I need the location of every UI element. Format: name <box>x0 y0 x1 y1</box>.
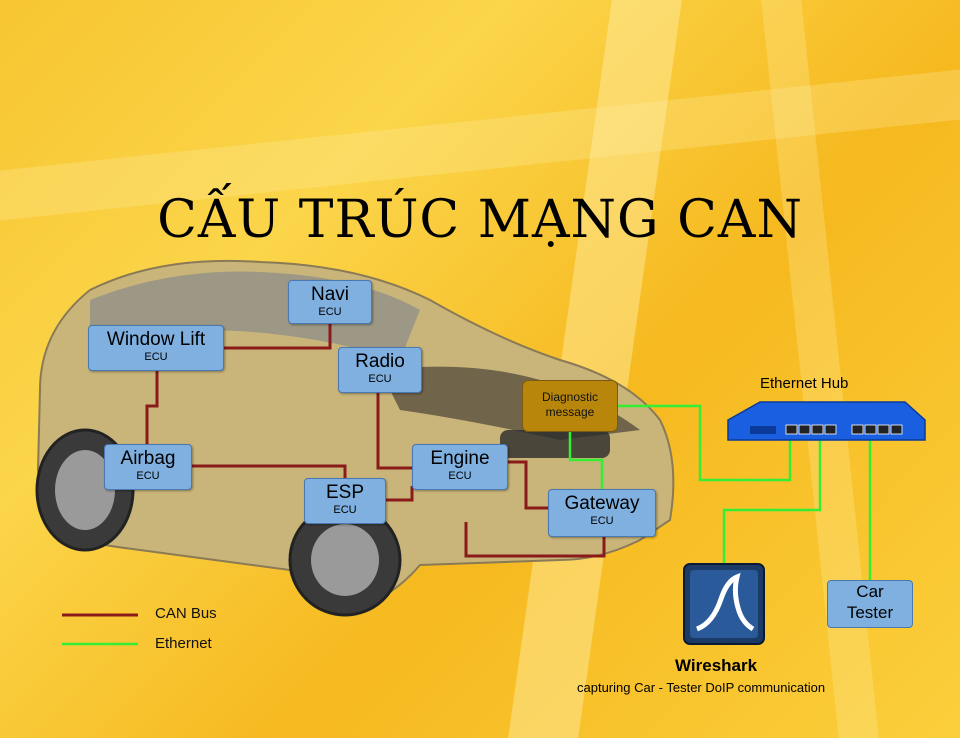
legend-ethernet-label: Ethernet <box>155 635 212 652</box>
legend-can-label: CAN Bus <box>155 605 217 622</box>
ecu-sub: ECU <box>368 373 392 385</box>
ethernet-lines <box>568 404 872 582</box>
ecu-name: Navi <box>310 284 349 305</box>
ecu-window-lift: Window Lift ECU <box>88 325 224 371</box>
ecu-name: Gateway <box>564 493 640 514</box>
diagnostic-line2: message <box>545 405 595 419</box>
ecu-sub: ECU <box>448 470 472 482</box>
can-bus-lines <box>145 322 606 558</box>
ecu-name: Window Lift <box>106 329 206 350</box>
ecu-name: Radio <box>355 351 405 372</box>
wireshark-name: Wireshark <box>675 656 758 675</box>
ecu-airbag: Airbag ECU <box>104 444 192 490</box>
page-title: CẤU TRÚC MẠNG CAN <box>157 190 803 250</box>
ethernet-hub <box>727 401 926 441</box>
ecu-gateway: Gateway ECU <box>548 489 656 537</box>
tester-line1: Car <box>856 582 884 601</box>
ecu-sub: ECU <box>144 351 168 363</box>
ecu-sub: ECU <box>136 470 160 482</box>
wireshark-icon <box>683 563 765 645</box>
diagnostic-message-box: Diagnostic message <box>522 380 618 432</box>
ecu-engine: Engine ECU <box>412 444 508 490</box>
ecu-name: Engine <box>430 448 490 469</box>
diagnostic-line1: Diagnostic <box>541 390 599 404</box>
ecu-sub: ECU <box>318 306 342 318</box>
ecu-sub: ECU <box>333 504 357 516</box>
ecu-name: ESP <box>325 482 365 503</box>
hub-label: Ethernet Hub <box>760 375 849 392</box>
ecu-esp: ESP ECU <box>304 478 386 524</box>
car-tester-box: Car Tester <box>827 580 913 628</box>
ecu-navi: Navi ECU <box>288 280 372 324</box>
ecu-name: Airbag <box>120 448 176 469</box>
ecu-sub: ECU <box>590 515 614 527</box>
tester-line2: Tester <box>846 603 894 622</box>
wireshark-caption: capturing Car - Tester DoIP communicatio… <box>577 680 826 695</box>
ecu-radio: Radio ECU <box>338 347 422 393</box>
